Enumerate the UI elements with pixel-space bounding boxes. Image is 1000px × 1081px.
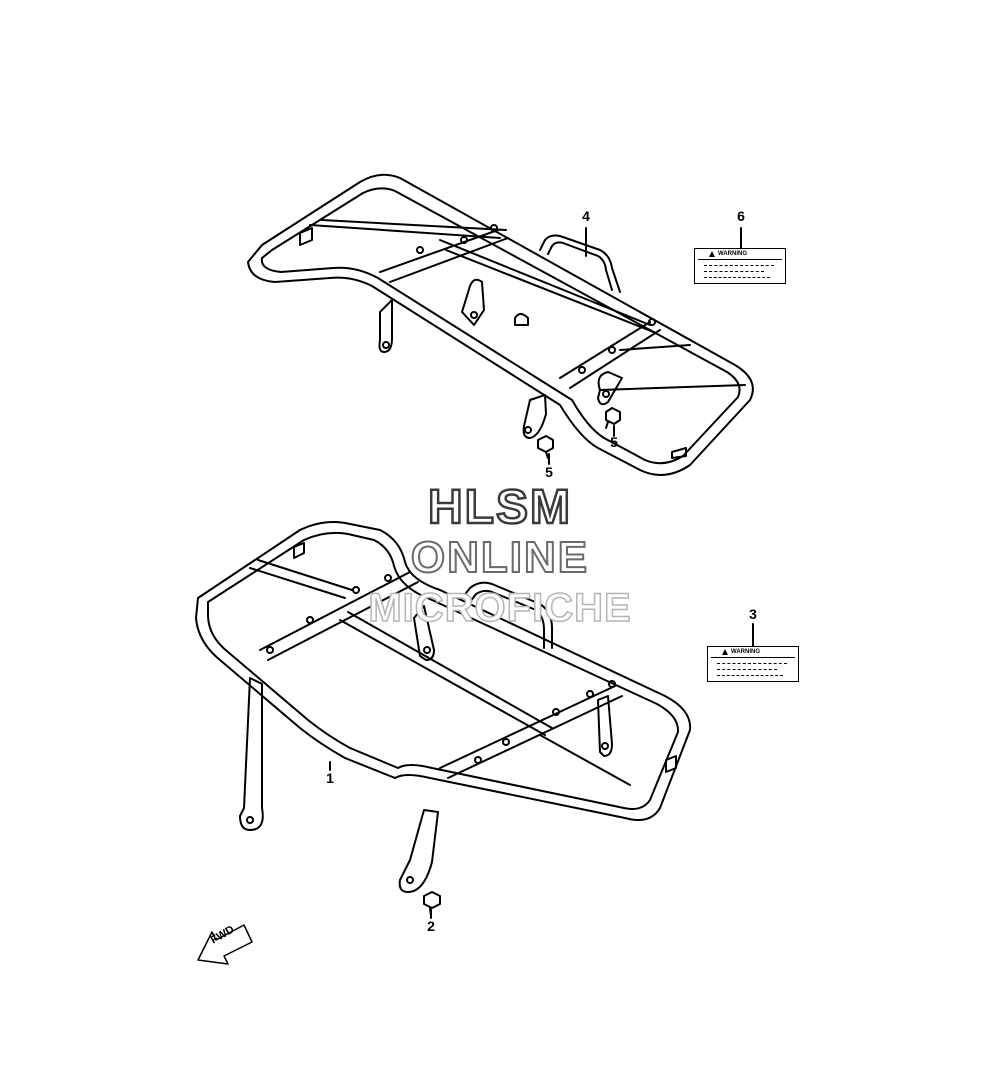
front-carrier-part-1	[195, 521, 692, 917]
warning-label-part-3: WARNING	[707, 646, 799, 682]
watermark-line-1: HLSM	[427, 480, 572, 536]
callout-6: 6	[737, 208, 745, 224]
warning-triangle-icon	[722, 649, 728, 655]
callout-3: 3	[749, 606, 757, 622]
warning-label-text: WARNING	[718, 251, 747, 257]
watermark-line-3: MICROFICHE	[368, 585, 632, 631]
warning-triangle-icon	[709, 251, 715, 257]
callout-4: 4	[582, 208, 590, 224]
warning-label-part-6: WARNING	[694, 248, 786, 284]
callout-5-left: 5	[545, 464, 553, 480]
watermark-line-2: ONLINE	[410, 532, 590, 583]
callout-5-right: 5	[610, 434, 618, 450]
callout-2: 2	[427, 918, 435, 934]
rear-carrier-part-4	[247, 173, 754, 476]
warning-label-text: WARNING	[731, 649, 760, 655]
callout-1: 1	[326, 770, 334, 786]
